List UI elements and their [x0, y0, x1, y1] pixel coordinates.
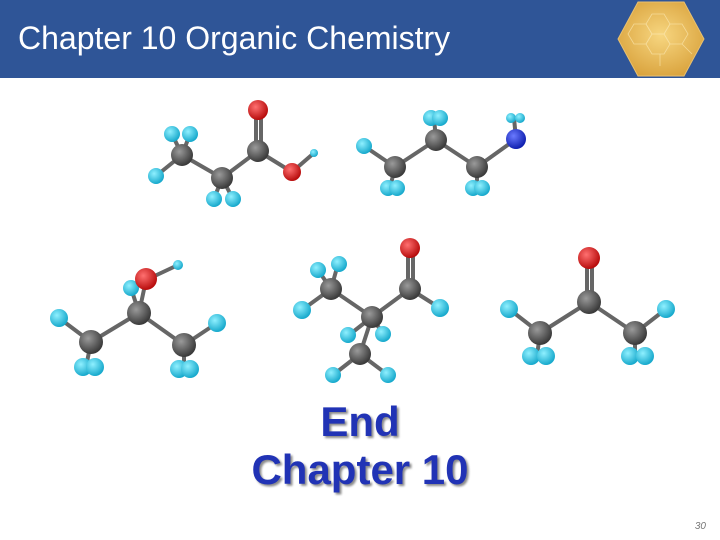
propylamine-model [356, 110, 526, 196]
slide-header: Chapter 10 Organic Chemistry [0, 0, 720, 78]
isopropanol-model [50, 260, 226, 378]
molecule-models [50, 100, 675, 383]
propanoic-acid-model [148, 100, 318, 207]
slide-title: Chapter 10 Organic Chemistry [18, 20, 451, 56]
page-number: 30 [694, 521, 706, 532]
honeycomb-molecule-icon [617, 1, 705, 77]
acetone-model [500, 247, 675, 365]
chapter-line: Chapter 10 [251, 446, 469, 493]
end-chapter-text: End Chapter 10 [0, 398, 720, 494]
butanal-model [293, 238, 449, 383]
end-line: End [320, 398, 400, 445]
